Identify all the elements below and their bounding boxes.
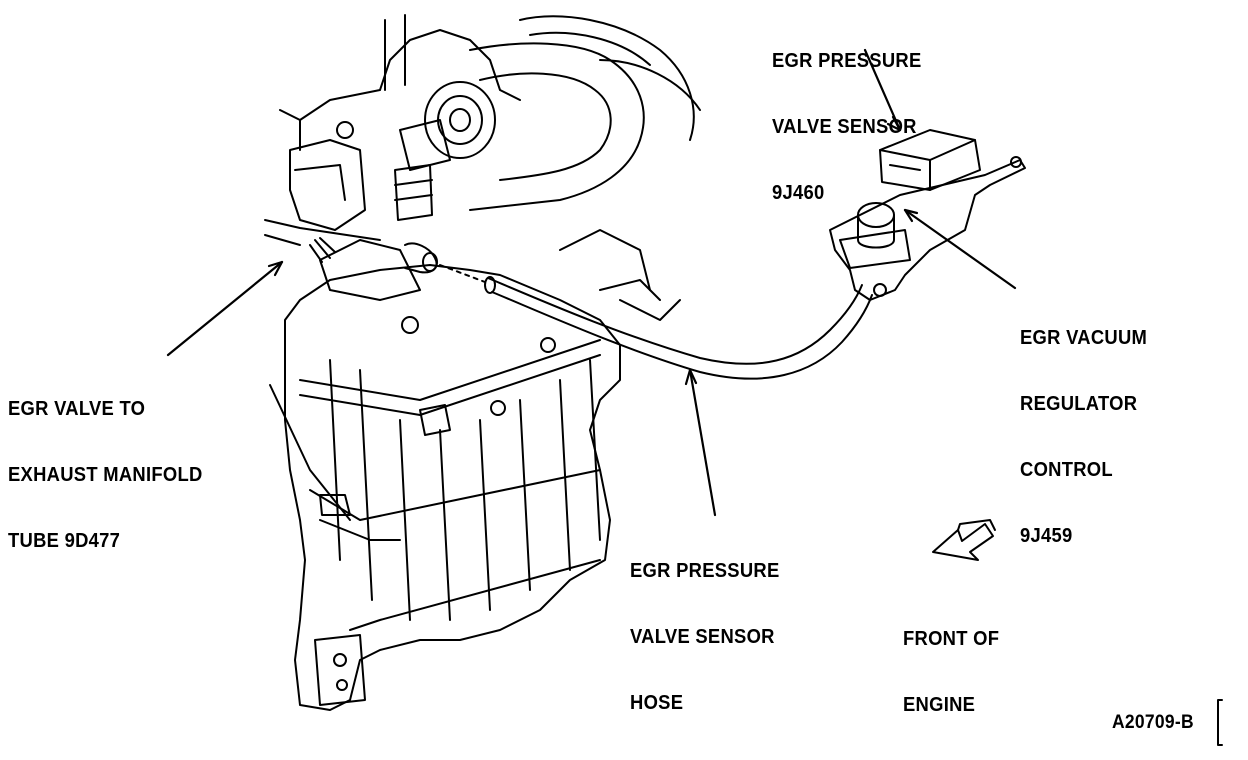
label-line: FRONT OF — [903, 628, 1000, 650]
label-line: EGR VALVE TO — [8, 398, 146, 420]
label-line: REGULATOR — [1020, 393, 1138, 415]
label-line: VALVE SENSOR — [630, 626, 775, 648]
label-egr-pressure-sensor: EGR PRESSURE VALVE SENSOR 9J460 — [772, 6, 922, 248]
figure-id: A20709-B — [1112, 712, 1194, 733]
label-line: ENGINE — [903, 694, 976, 716]
sensor-hose-drawing — [439, 264, 873, 380]
engine-block-drawing — [269, 264, 621, 711]
label-front-of-engine: FRONT OF ENGINE — [903, 584, 999, 760]
exhaust-manifold-drawing — [264, 14, 701, 321]
label-line: EGR PRESSURE — [772, 50, 922, 72]
label-line: EGR VACUUM — [1020, 327, 1148, 349]
front-arrow-icon — [932, 519, 996, 561]
label-egr-valve-tube: EGR VALVE TO EXHAUST MANIFOLD TUBE 9D477 — [8, 354, 203, 596]
leader-egr-vacuum-regulator — [903, 208, 1017, 290]
label-line: EGR PRESSURE — [630, 560, 780, 582]
label-line: 9J459 — [1020, 525, 1073, 547]
leader-egr-valve-tube — [166, 260, 284, 357]
label-egr-vacuum-regulator: EGR VACUUM REGULATOR CONTROL 9J459 — [1020, 283, 1147, 591]
leader-lines — [166, 48, 1017, 517]
label-line: HOSE — [630, 692, 684, 714]
figure-id-bracket — [1217, 699, 1223, 746]
label-line: VALVE SENSOR — [772, 116, 917, 138]
label-line: 9J460 — [772, 182, 825, 204]
label-line: CONTROL — [1020, 459, 1113, 481]
label-sensor-hose: EGR PRESSURE VALVE SENSOR HOSE — [630, 516, 780, 758]
leader-sensor-hose — [688, 368, 717, 517]
label-line: EXHAUST MANIFOLD — [8, 464, 203, 486]
leader-egr-pressure-sensor — [863, 48, 902, 132]
label-line: TUBE 9D477 — [8, 530, 121, 552]
